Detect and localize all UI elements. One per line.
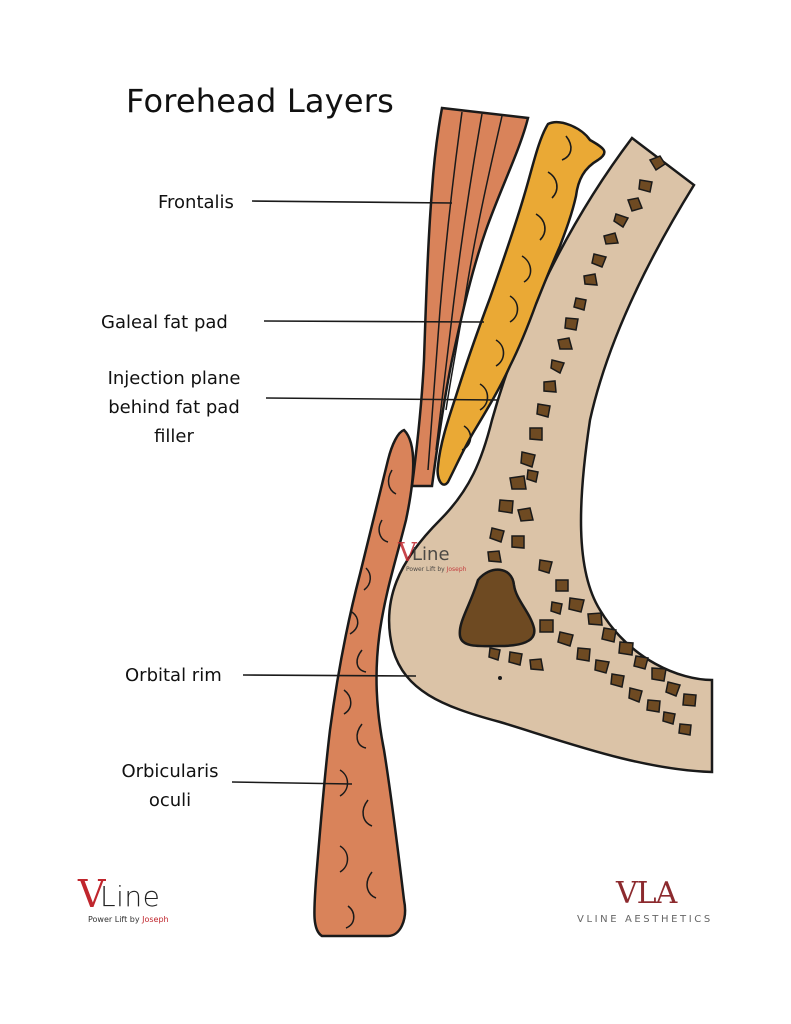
vline-logo-word: Line	[100, 880, 161, 913]
center-watermark-logo: V Line Power Lift by Joseph	[398, 538, 478, 578]
page-title: Forehead Layers	[126, 82, 394, 120]
watermark-v: V	[398, 538, 417, 568]
label-injection-line-2: behind fat pad	[108, 397, 240, 418]
leader-orbital-rim	[242, 674, 417, 677]
label-injection-line-1: Injection plane	[107, 368, 241, 389]
label-frontalis: Frontalis	[158, 192, 234, 213]
watermark-tagline: Power Lift by Joseph	[406, 566, 467, 573]
label-orbicularis-oculi: Orbicularis oculi	[114, 757, 226, 815]
label-orbicularis-line-2: oculi	[148, 790, 192, 811]
leader-injection-plane	[265, 397, 499, 401]
orbicularis-oculi	[313, 428, 415, 938]
vla-monogram: VLA	[616, 876, 677, 911]
label-galeal-fat-pad: Galeal fat pad	[101, 312, 228, 333]
label-injection-line-3: filler	[154, 426, 194, 447]
label-orbital-rim: Orbital rim	[125, 665, 222, 686]
leader-lines	[231, 200, 499, 785]
vline-logo-v: V	[78, 872, 106, 916]
leader-frontalis	[251, 200, 453, 204]
vline-logo-tagline: Power Lift by Joseph	[88, 915, 169, 924]
label-orbicularis-line-1: Orbicularis	[121, 761, 219, 782]
sinus-cavity	[458, 568, 536, 648]
vline-logo: V Line Power Lift by Joseph	[78, 872, 198, 930]
vline-aesthetics-logo: VLA VLINE AESTHETICS	[574, 876, 724, 930]
fat-lobule-lines	[461, 135, 572, 451]
leader-galeal-fat-pad	[263, 320, 485, 323]
bone-pores	[487, 155, 697, 736]
vline-aesthetics-text: VLINE AESTHETICS	[577, 914, 713, 925]
watermark-word: Line	[412, 544, 450, 565]
orbicularis-fiber-lines	[339, 469, 397, 929]
galeal-fat-pad	[436, 121, 606, 486]
frontalis-fiber-lines	[427, 111, 503, 471]
label-injection-plane: Injection plane behind fat pad filler	[92, 364, 256, 451]
leader-orbicularis-oculi	[231, 781, 353, 785]
